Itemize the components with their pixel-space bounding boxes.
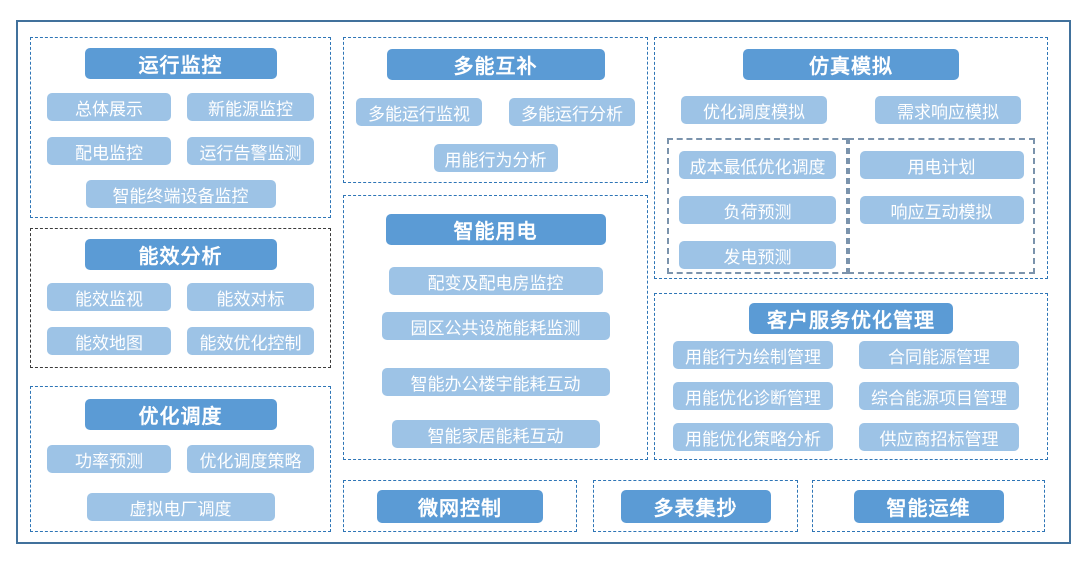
simulation-subgroup-1: 成本最低优化调度 负荷预测 发电预测 (667, 138, 849, 274)
group-header: 微网控制 (377, 489, 543, 523)
module-tile: 供应商招标管理 (859, 423, 1019, 451)
group-operation-monitoring: 运行监控 总体展示 新能源监控 配电监控 运行告警监测 智能终端设备监控 (30, 37, 331, 218)
module-tile: 能效地图 (47, 327, 171, 355)
module-tile: 能效对标 (187, 283, 314, 311)
group-header: 运行监控 (84, 48, 277, 79)
group-simulation: 仿真模拟 优化调度模拟 需求响应模拟 成本最低优化调度 负荷预测 发电预测 用电… (654, 37, 1048, 279)
module-tile: 新能源监控 (187, 93, 314, 121)
group-header: 优化调度 (84, 399, 277, 430)
group-header: 多能互补 (386, 49, 605, 80)
group-header: 智能用电 (385, 214, 606, 245)
module-tile: 能效监视 (47, 283, 171, 311)
group-header: 多表集抄 (620, 489, 771, 523)
group-intelligent-operation-maintenance: 智能运维 (812, 480, 1045, 532)
module-tile: 发电预测 (679, 241, 836, 269)
module-tile: 用能行为分析 (433, 144, 558, 172)
module-tile: 优化调度策略 (187, 445, 314, 473)
module-tile: 用电计划 (859, 151, 1024, 179)
module-tile: 多能运行监视 (356, 98, 482, 126)
group-customer-service-optimization: 客户服务优化管理 用能行为绘制管理 用能优化诊断管理 用能优化策略分析 合同能源… (654, 293, 1048, 460)
module-tile: 配电监控 (47, 137, 171, 165)
module-tile: 多能运行分析 (509, 98, 635, 126)
module-tile: 需求响应模拟 (875, 96, 1021, 124)
group-optimal-dispatch: 优化调度 功率预测 优化调度策略 虚拟电厂调度 (30, 386, 331, 532)
module-tile: 用能优化策略分析 (673, 423, 833, 451)
module-tile: 成本最低优化调度 (679, 151, 836, 179)
group-header: 仿真模拟 (743, 49, 959, 80)
module-tile: 用能行为绘制管理 (673, 341, 833, 369)
module-tile: 合同能源管理 (859, 341, 1019, 369)
group-multi-energy-complementation: 多能互补 多能运行监视 多能运行分析 用能行为分析 (343, 37, 648, 183)
module-tile: 园区公共设施能耗监测 (381, 312, 610, 340)
group-smart-power-use: 智能用电 配变及配电房监控 园区公共设施能耗监测 智能办公楼宇能耗互动 智能家居… (343, 195, 648, 460)
module-tile: 响应互动模拟 (859, 196, 1024, 224)
module-tile: 智能办公楼宇能耗互动 (381, 368, 610, 396)
module-tile: 优化调度模拟 (681, 96, 827, 124)
group-microgrid-control: 微网控制 (343, 480, 577, 532)
module-tile: 用能优化诊断管理 (673, 382, 833, 410)
module-tile: 运行告警监测 (187, 137, 314, 165)
module-tile: 智能终端设备监控 (85, 180, 276, 208)
module-tile: 能效优化控制 (187, 327, 314, 355)
module-tile: 配变及配电房监控 (388, 267, 603, 295)
group-header: 客户服务优化管理 (749, 303, 953, 334)
module-tile: 智能家居能耗互动 (391, 420, 600, 448)
group-multi-meter-reading: 多表集抄 (593, 480, 798, 532)
group-header: 智能运维 (853, 489, 1004, 523)
simulation-subgroup-2: 用电计划 响应互动模拟 (848, 138, 1035, 274)
module-tile: 功率预测 (47, 445, 171, 473)
module-tile: 总体展示 (47, 93, 171, 121)
module-tile: 综合能源项目管理 (859, 382, 1019, 410)
group-energy-efficiency-analysis: 能效分析 能效监视 能效对标 能效地图 能效优化控制 (30, 228, 331, 368)
module-tile: 虚拟电厂调度 (86, 493, 275, 521)
group-header: 能效分析 (84, 239, 277, 270)
module-tile: 负荷预测 (679, 196, 836, 224)
